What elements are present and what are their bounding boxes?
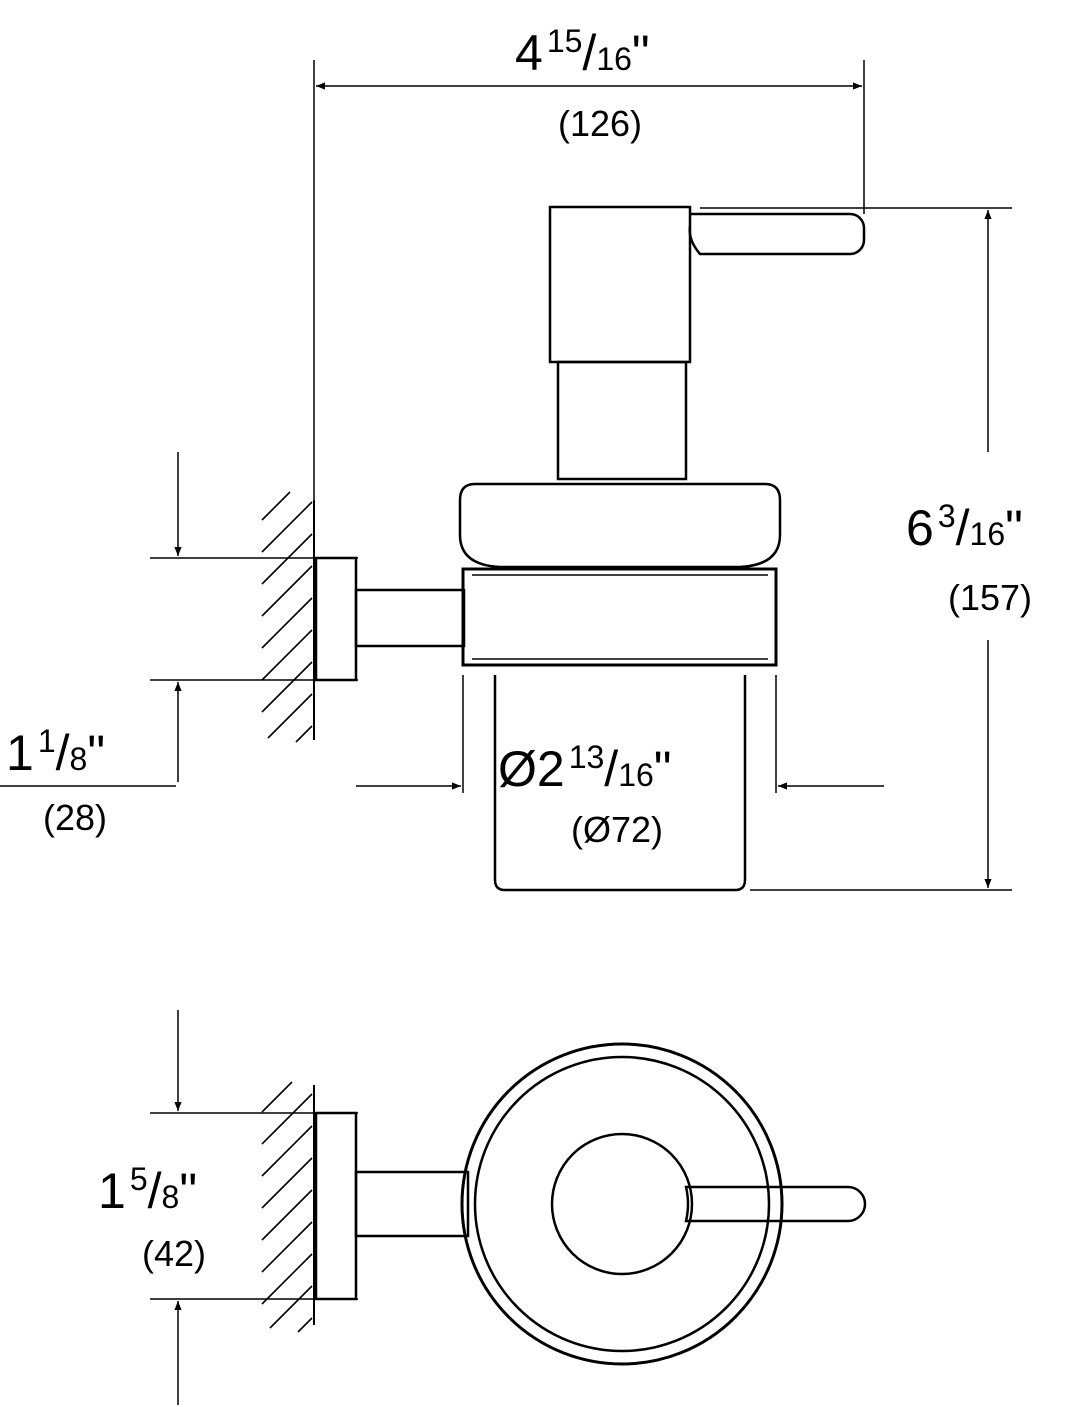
wall-hatching (261, 491, 315, 743)
top-mount-height-mm: (42) (142, 1233, 206, 1274)
wall-mount (314, 556, 466, 682)
height-dimension-mm: (157) (948, 577, 1032, 618)
wall-mount-top (314, 1111, 470, 1301)
dispenser-body (458, 205, 866, 892)
wall-hatching-top (261, 1081, 315, 1333)
dispenser-top (460, 1042, 867, 1366)
diameter-mm: (Ø72) (571, 809, 663, 850)
width-dimension-mm: (126) (558, 103, 642, 144)
mount-height-mm: (28) (43, 797, 107, 838)
